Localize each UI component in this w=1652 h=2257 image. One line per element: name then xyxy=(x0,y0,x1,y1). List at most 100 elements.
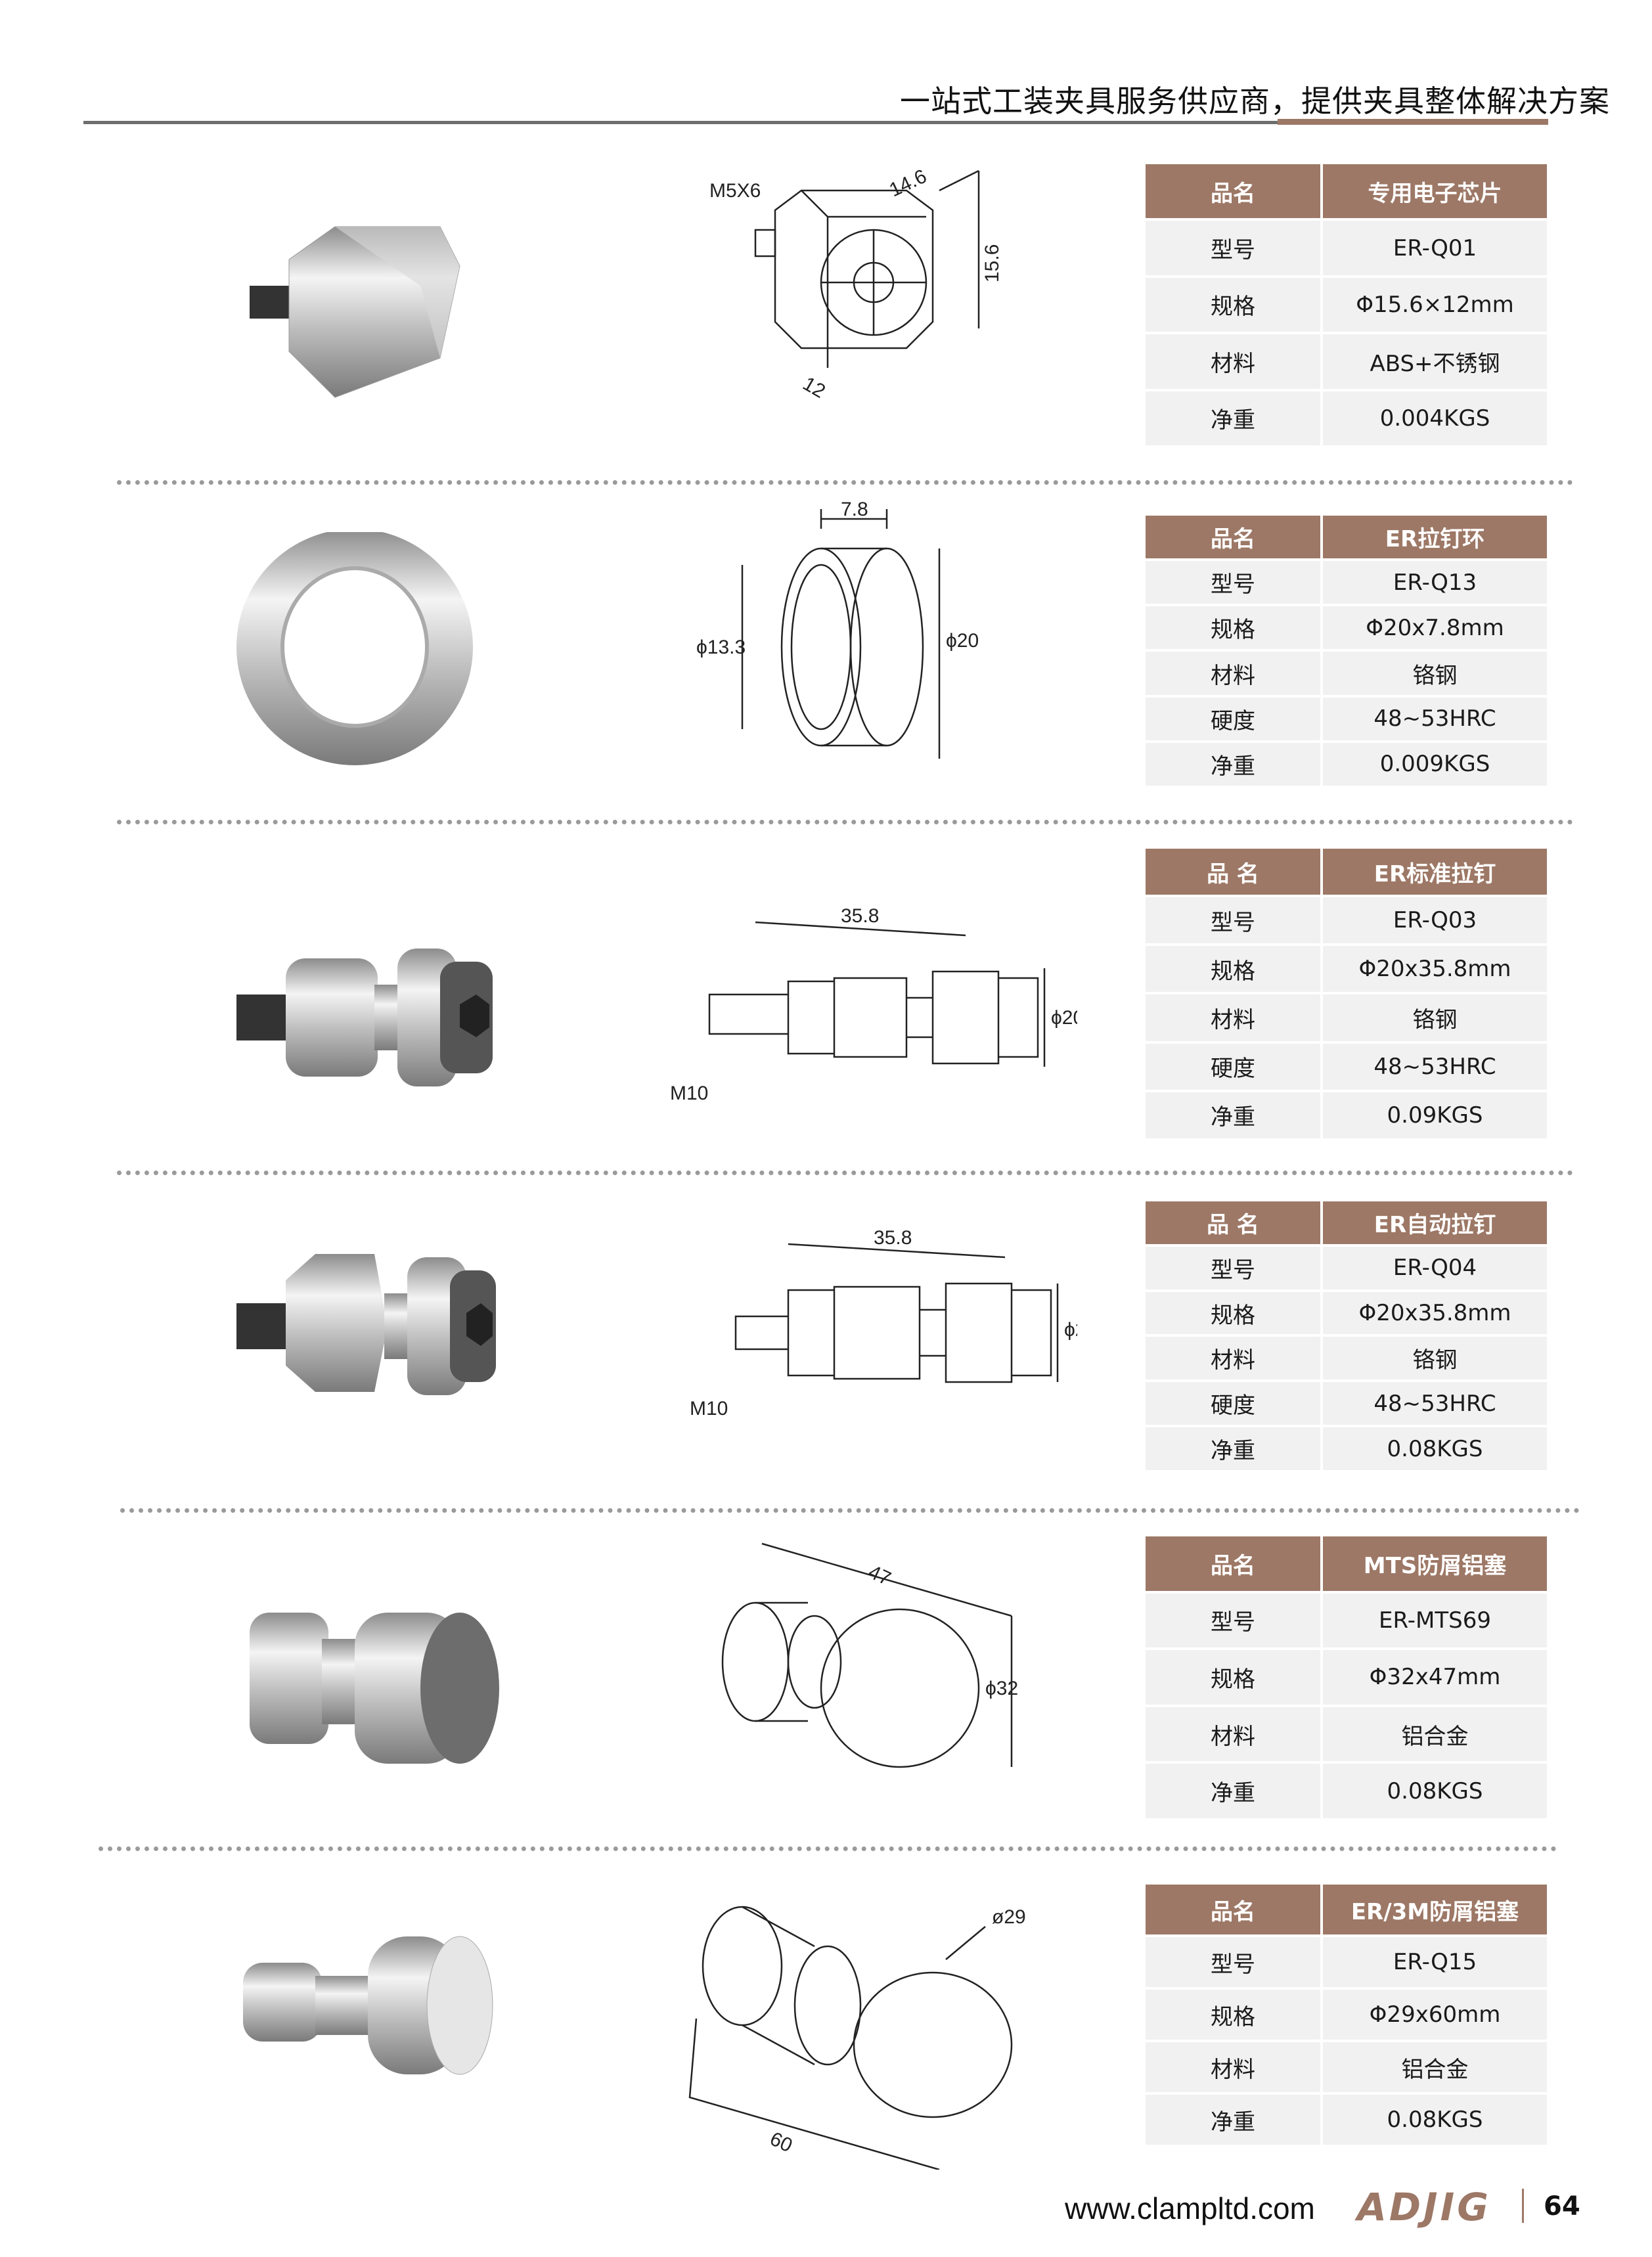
section-divider xyxy=(120,1508,1580,1513)
spec-table-row: 净重 0.09KGS xyxy=(1146,1092,1547,1138)
spec-table: 品名 专用电子芯片 型号 ER-Q01 规格 Φ15.6×12mm 材料 ABS… xyxy=(1146,164,1547,448)
spec-table-row: 净重 0.08KGS xyxy=(1146,1764,1547,1818)
spec-table-row: 材料 铬钢 xyxy=(1146,1337,1547,1380)
section-divider xyxy=(117,820,1573,824)
spec-label: 规格 xyxy=(1146,946,1320,993)
spec-label: 规格 xyxy=(1146,277,1320,332)
spec-table-row: 型号 ER-Q03 xyxy=(1146,897,1547,944)
spec-label: 净重 xyxy=(1146,742,1320,786)
dimension-label: 47 xyxy=(865,1561,894,1590)
spec-value: 48~53HRC xyxy=(1323,1382,1547,1425)
spec-table-row: 规格 Φ20x35.8mm xyxy=(1146,946,1547,993)
spec-value: ER-MTS69 xyxy=(1323,1593,1547,1648)
section-divider xyxy=(99,1846,1557,1851)
product-photo xyxy=(223,187,512,433)
product-photo xyxy=(223,1208,512,1454)
spec-table-header: 品名 ER拉钉环 xyxy=(1146,516,1547,559)
spec-label: 型号 xyxy=(1146,1246,1320,1289)
spec-value: ABS+不锈钢 xyxy=(1323,334,1547,389)
spec-table-row: 规格 Φ32x47mm xyxy=(1146,1650,1547,1705)
dimension-label: 35.8 xyxy=(874,1227,912,1249)
dimension-label: M10 xyxy=(690,1398,728,1419)
spec-label: 硬度 xyxy=(1146,1043,1320,1090)
spec-table-row: 净重 0.08KGS xyxy=(1146,1427,1547,1470)
spec-label: 材料 xyxy=(1146,994,1320,1041)
spec-label: 规格 xyxy=(1146,606,1320,650)
spec-label: 材料 xyxy=(1146,334,1320,389)
spec-value: Φ32x47mm xyxy=(1323,1650,1547,1705)
spec-table-row: 净重 0.08KGS xyxy=(1146,2095,1547,2145)
spec-value: ER-Q13 xyxy=(1323,561,1547,604)
spec-label: 净重 xyxy=(1146,391,1320,445)
spec-value: 铝合金 xyxy=(1323,1707,1547,1762)
spec-value: 铬钢 xyxy=(1323,1337,1547,1380)
page-number: 64 xyxy=(1544,2191,1580,2222)
spec-value: MTS防屑铝塞 xyxy=(1323,1536,1547,1591)
spec-table-row: 型号 ER-Q04 xyxy=(1146,1246,1547,1289)
spec-value: Φ20x35.8mm xyxy=(1323,946,1547,993)
header-rule xyxy=(83,121,1278,124)
spec-value: 0.08KGS xyxy=(1323,1427,1547,1470)
spec-label: 材料 xyxy=(1146,1707,1320,1762)
spec-table-row: 材料 铝合金 xyxy=(1146,1707,1547,1762)
spec-label: 型号 xyxy=(1146,561,1320,604)
spec-table-header: 品名 ER/3M防屑铝塞 xyxy=(1146,1885,1547,1934)
footer-divider xyxy=(1522,2189,1524,2223)
dimension-label: 14.6 xyxy=(886,166,930,202)
spec-value: 0.08KGS xyxy=(1323,1764,1547,1818)
dimension-label: ϕ32 xyxy=(985,1678,1018,1699)
spec-label: 型号 xyxy=(1146,897,1320,944)
dimension-label: ø29 xyxy=(992,1906,1026,1928)
spec-value: 0.09KGS xyxy=(1323,1092,1547,1138)
dimension-label: M10 xyxy=(670,1083,708,1104)
spec-table-row: 规格 Φ15.6×12mm xyxy=(1146,277,1547,332)
spec-table-row: 型号 ER-MTS69 xyxy=(1146,1593,1547,1648)
spec-value: Φ29x60mm xyxy=(1323,1990,1547,2040)
dimension-label: M5X6 xyxy=(709,180,761,202)
spec-table-row: 净重 0.004KGS xyxy=(1146,391,1547,445)
spec-label: 品名 xyxy=(1146,164,1320,219)
spec-table-row: 硬度 48~53HRC xyxy=(1146,697,1547,740)
spec-table-header: 品名 MTS防屑铝塞 xyxy=(1146,1536,1547,1591)
spec-table-row: 规格 Φ29x60mm xyxy=(1146,1990,1547,2040)
dimension-label: 35.8 xyxy=(841,905,879,927)
spec-value: ER拉钉环 xyxy=(1323,516,1547,559)
spec-value: Φ20x7.8mm xyxy=(1323,606,1547,650)
spec-label: 型号 xyxy=(1146,1937,1320,1987)
spec-table-row: 型号 ER-Q01 xyxy=(1146,221,1547,275)
spec-label: 材料 xyxy=(1146,652,1320,695)
spec-value: ER-Q04 xyxy=(1323,1246,1547,1289)
section-divider xyxy=(117,1171,1573,1175)
spec-value: 专用电子芯片 xyxy=(1323,164,1547,219)
spec-label: 净重 xyxy=(1146,2095,1320,2145)
spec-value: 48~53HRC xyxy=(1323,1043,1547,1090)
product-photo xyxy=(223,1560,512,1806)
spec-value: 铬钢 xyxy=(1323,994,1547,1041)
dimension-label: ϕ20 xyxy=(1064,1319,1077,1341)
technical-drawing: 47 ϕ32 xyxy=(657,1524,1077,1842)
spec-table-row: 材料 ABS+不锈钢 xyxy=(1146,334,1547,389)
dimension-label: ϕ13.3 xyxy=(696,637,746,658)
spec-table-header: 品 名 ER标准拉钉 xyxy=(1146,849,1547,895)
spec-value: 0.08KGS xyxy=(1323,2095,1547,2145)
spec-label: 品名 xyxy=(1146,1536,1320,1591)
spec-table-row: 硬度 48~53HRC xyxy=(1146,1382,1547,1425)
product-photo xyxy=(223,899,512,1145)
brand-logo: ADJIG xyxy=(1357,2185,1491,2229)
spec-label: 品 名 xyxy=(1146,1201,1320,1244)
dimension-label: ϕ20 xyxy=(1051,1007,1077,1029)
spec-value: 48~53HRC xyxy=(1323,697,1547,740)
spec-table-row: 材料 铬钢 xyxy=(1146,994,1547,1041)
spec-label: 净重 xyxy=(1146,1092,1320,1138)
spec-table: 品名 MTS防屑铝塞 型号 ER-MTS69 规格 Φ32x47mm 材料 铝合… xyxy=(1146,1536,1547,1821)
footer-website-link[interactable]: www.clampltd.com xyxy=(1065,2191,1315,2225)
spec-label: 规格 xyxy=(1146,1990,1320,2040)
spec-table: 品名 ER拉钉环 型号 ER-Q13 规格 Φ20x7.8mm 材料 铬钢 硬度… xyxy=(1146,516,1547,788)
spec-label: 型号 xyxy=(1146,1593,1320,1648)
spec-table-row: 型号 ER-Q15 xyxy=(1146,1937,1547,1987)
spec-table-row: 材料 铝合金 xyxy=(1146,2042,1547,2092)
